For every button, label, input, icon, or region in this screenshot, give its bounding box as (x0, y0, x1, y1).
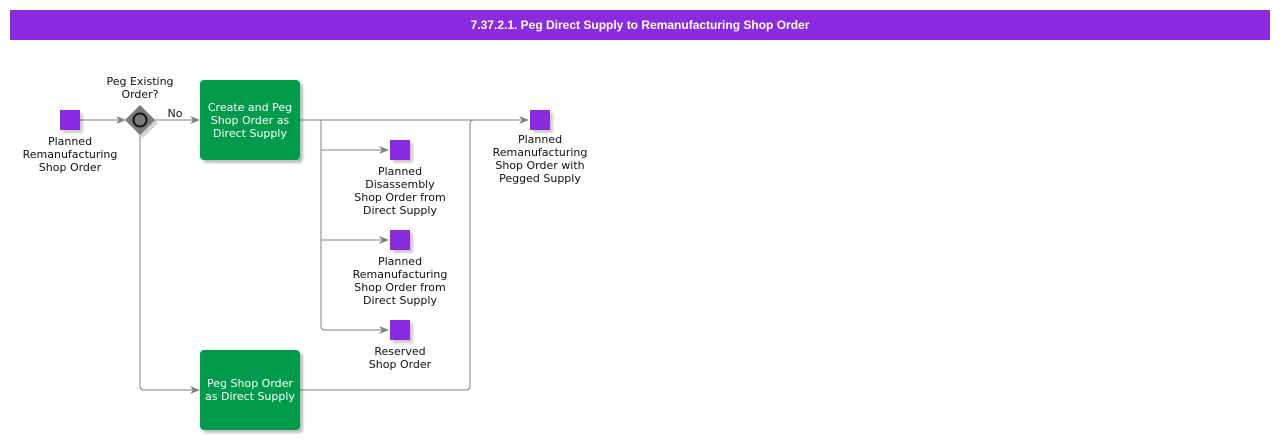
end-event-icon[interactable] (530, 110, 550, 130)
task-create-and-peg-shop-order[interactable]: Create and Peg Shop Order as Direct Supp… (200, 80, 300, 160)
gateway-no-label: No (167, 107, 183, 120)
reserved-event-icon[interactable] (390, 320, 410, 340)
start-event-icon[interactable] (60, 110, 80, 130)
flow-to-reserved (320, 120, 389, 334)
disassembly-event-icon[interactable] (390, 140, 410, 160)
reman-event-icon[interactable] (390, 230, 410, 250)
flow-gateway-yes (139, 135, 200, 394)
task-peg-shop-order[interactable]: Peg Shop Order as Direct Supply (200, 350, 300, 430)
start-event-label: Planned Remanufacturing Shop Order (22, 135, 118, 174)
diagram-title: 7.37.2.1. Peg Direct Supply to Remanufac… (470, 18, 810, 32)
reserved-event-label: Reserved Shop Order (368, 345, 432, 371)
end-event-label: Planned Remanufacturing Shop Order with … (492, 133, 588, 185)
disassembly-event-label: Planned Disassembly Shop Order from Dire… (354, 165, 446, 217)
gateway-label: Peg Existing Order? (106, 75, 174, 101)
flow-peg-to-end (300, 119, 475, 391)
reman-event-label: Planned Remanufacturing Shop Order from … (352, 255, 448, 307)
diagram-title-bar: 7.37.2.1. Peg Direct Supply to Remanufac… (10, 10, 1270, 40)
gateway-diamond-icon (125, 105, 158, 138)
